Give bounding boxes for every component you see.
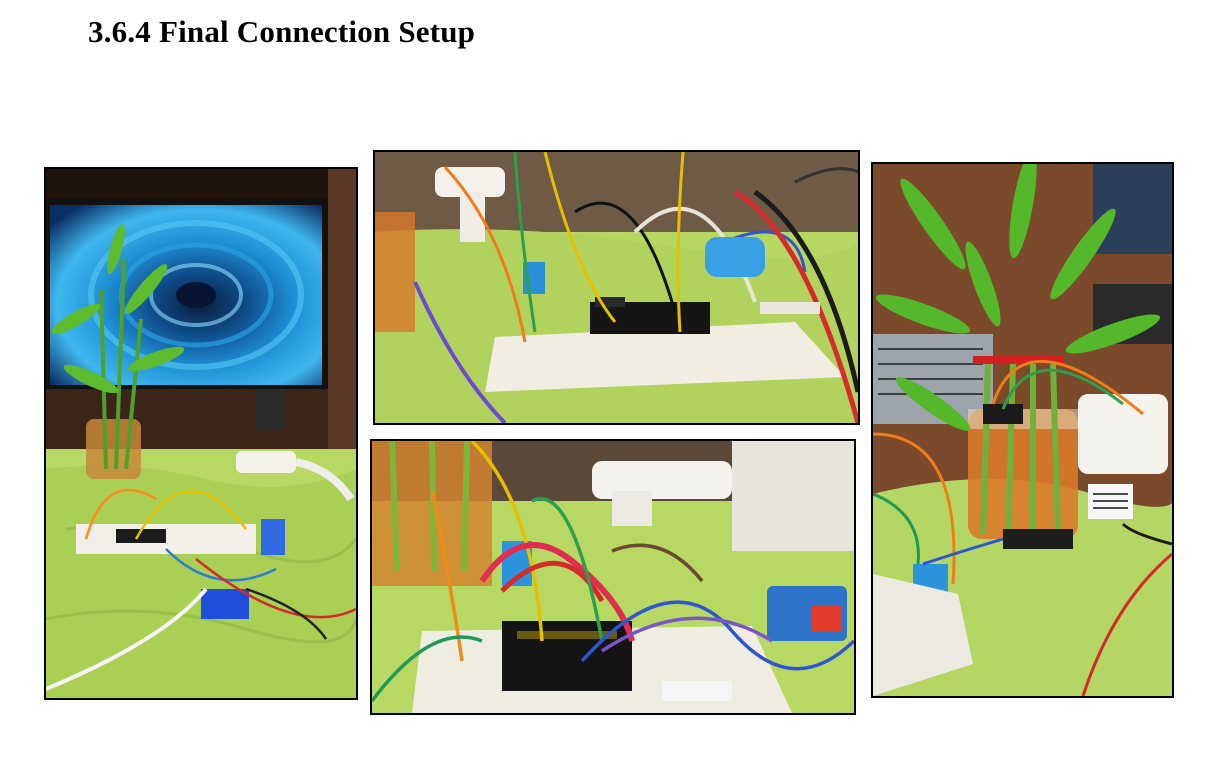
photo-plant-sensor-side xyxy=(871,162,1174,698)
photo-breadboard-top xyxy=(373,150,860,425)
plant-sensor-side-image xyxy=(873,164,1172,696)
section-heading: 3.6.4 Final Connection Setup xyxy=(88,14,476,49)
breadboard-top-image xyxy=(375,152,858,423)
desk-overview-image xyxy=(46,169,356,698)
photo-desk-overview xyxy=(44,167,358,700)
breadboard-closeup-image xyxy=(372,441,854,713)
photo-breadboard-closeup xyxy=(370,439,856,715)
